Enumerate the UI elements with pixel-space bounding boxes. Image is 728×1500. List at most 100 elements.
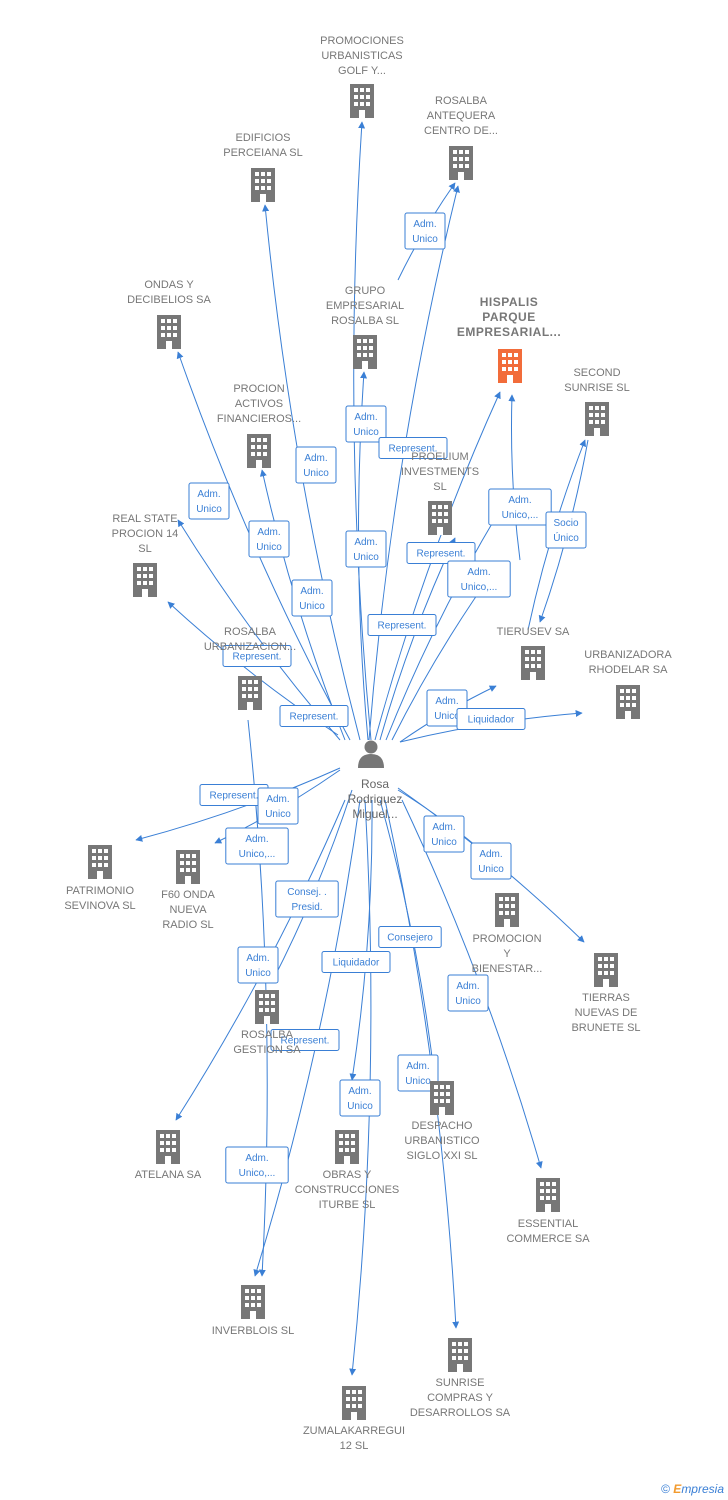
edge-label-box (378, 926, 442, 948)
edge-arrow (349, 799, 373, 1081)
edge-label[interactable]: Adm.Unico (237, 946, 279, 984)
edge-label-box (279, 705, 349, 727)
edge-label[interactable]: Adm.Unico (339, 1079, 381, 1117)
company-node-inverblois[interactable]: INVERBLOIS SL (212, 1285, 295, 1337)
edge-label[interactable]: Consej. .Presid. (275, 880, 339, 918)
edge-label[interactable]: Represent. (378, 437, 448, 459)
edge-label-box (188, 482, 230, 520)
person-node[interactable]: RosaRodriguezMiguel... (348, 740, 403, 822)
building-icon (133, 563, 157, 597)
edge-label-text: Unico,... (239, 849, 276, 860)
edge-label[interactable]: Represent. (270, 1029, 340, 1051)
edge-label-text: Unico,... (461, 582, 498, 593)
edge-label[interactable]: Adm.Unico (404, 212, 446, 250)
building-icon (350, 84, 374, 118)
edge-label[interactable]: Adm.Unico (291, 579, 333, 617)
company-name-line: PROCION 14 (112, 528, 179, 540)
edge-label[interactable]: Adm.Unico (248, 520, 290, 558)
edge-label-box (248, 520, 290, 558)
edge-label[interactable]: Adm.Unico (188, 482, 230, 520)
edge-label[interactable]: Liquidador (321, 951, 391, 973)
edge-label[interactable]: Adm.Unico (257, 787, 299, 825)
company-node-hispalis[interactable]: HISPALISPARQUEEMPRESARIAL... (457, 295, 561, 383)
edge-label[interactable]: Adm.Unico,... (225, 827, 289, 865)
company-name-line: URBANISTICO (404, 1135, 480, 1147)
edge-label[interactable]: Adm.Unico,... (225, 1146, 289, 1184)
edge-label-text: Socio (553, 518, 578, 529)
edge-label[interactable]: Consejero (378, 926, 442, 948)
company-node-tierusev[interactable]: TIERUSEV SA (497, 626, 570, 680)
building-icon (495, 893, 519, 927)
building-icon (157, 315, 181, 349)
edge-label[interactable]: Adm.Unico (423, 815, 465, 853)
edge-label-box (237, 946, 279, 984)
edge-label[interactable]: Adm.Unico,... (447, 560, 511, 598)
edge-label-box (404, 212, 446, 250)
footer-brand[interactable]: © Empresia (661, 1482, 724, 1496)
edge-label-text: Adm. (246, 953, 269, 964)
company-name-line: ONDAS Y (144, 279, 194, 291)
edge-label-text: Adm. (304, 453, 327, 464)
edge-label-text: Unico (455, 996, 481, 1007)
edge-label[interactable]: Adm.Unico (345, 530, 387, 568)
building-icon (238, 676, 262, 710)
edge-arrow (368, 185, 460, 741)
edge-label[interactable]: Represent. (222, 645, 292, 667)
brand-logo-mark: E (673, 1482, 682, 1496)
company-node-promocion-bienestar[interactable]: PROMOCIONYBIENESTAR... (472, 893, 543, 975)
edge-label-text: Unico (353, 427, 379, 438)
edge-label[interactable]: Represent. (367, 614, 437, 636)
building-icon (251, 168, 275, 202)
company-name-line: HISPALIS (480, 295, 538, 309)
edge-label-text: Adm. (354, 537, 377, 548)
edge-label[interactable]: Adm.Unico (447, 974, 489, 1012)
edge-label[interactable]: Represent. (279, 705, 349, 727)
edge-label[interactable]: Represent. (406, 542, 476, 564)
edge-label-text: Represent. (281, 1036, 330, 1047)
company-name-line: ATELANA SA (135, 1169, 202, 1181)
edge-label-box (345, 530, 387, 568)
company-name-line: RHODELAR SA (589, 664, 669, 676)
edge-label[interactable]: Adm.Unico,... (488, 488, 552, 526)
company-name-line: GESTION SA (233, 1044, 301, 1056)
edge-label[interactable]: Adm.Unico (397, 1054, 439, 1092)
edge-label[interactable]: Liquidador (456, 708, 526, 730)
building-icon (448, 1338, 472, 1372)
edge-label-box (378, 437, 448, 459)
edge-label[interactable]: Adm.Unico (470, 842, 512, 880)
building-icon (536, 1178, 560, 1212)
building-icon (247, 434, 271, 468)
company-node-procion-activos[interactable]: PROCIONACTIVOSFINANCIEROS... (217, 383, 301, 468)
company-name-line: ACTIVOS (235, 398, 283, 410)
edge-label-text: Represent. (389, 444, 438, 455)
edge-label-text: Adm. (348, 1086, 371, 1097)
edge-label-text: Adm. (406, 1061, 429, 1072)
edge-arrow (508, 394, 521, 561)
edge-label[interactable]: Adm.Unico (345, 405, 387, 443)
company-name-line: PROELIUM (411, 451, 468, 463)
edge-label[interactable]: Adm.Unico (295, 446, 337, 484)
building-icon (521, 646, 545, 680)
edge-label-text: Unico (196, 504, 222, 515)
company-node-atelana[interactable]: ATELANA SA (135, 1130, 202, 1181)
company-node-rosalba-urbanizacion[interactable]: ROSALBAURBANIZACION... (204, 626, 296, 710)
